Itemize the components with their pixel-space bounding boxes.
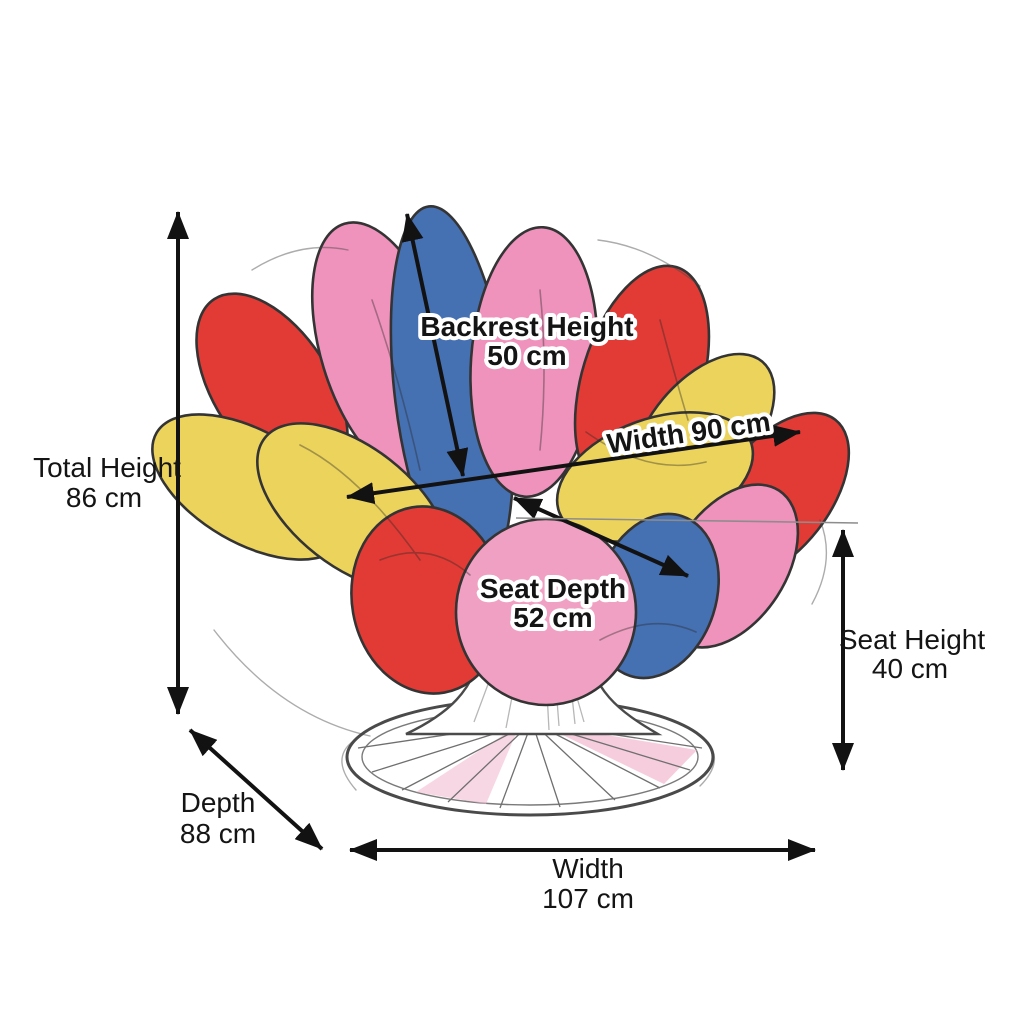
base-pink-wedge-right <box>540 724 697 784</box>
total-height-label: Total Height <box>33 452 181 483</box>
backrest-height-label: Backrest Height <box>420 311 633 342</box>
chair-illustration <box>151 204 851 737</box>
seat-height-value: 40 cm <box>872 653 948 684</box>
depth-label: Depth <box>181 787 256 818</box>
dimension-arrows <box>167 211 859 861</box>
backrest-height-value: 50 cm <box>487 340 566 371</box>
base-shadow-sketch <box>341 741 716 791</box>
construction-sketch-lines <box>213 239 828 737</box>
total-height-value: 86 cm <box>66 482 142 513</box>
seat-height-label: Seat Height <box>839 624 986 655</box>
base-pink-wedge-left <box>416 724 520 804</box>
seat-width-arrow <box>346 424 801 505</box>
overall-width-value: 107 cm <box>542 883 634 914</box>
seat-depth-arrow <box>513 496 689 578</box>
seat-height-guide-line <box>515 517 859 524</box>
overall-width-label: Width <box>552 853 624 884</box>
depth-arrow <box>188 728 324 851</box>
seat-depth-value: 52 cm <box>513 602 592 633</box>
seat-depth-label: Seat Depth <box>480 573 626 604</box>
depth-value: 88 cm <box>180 818 256 849</box>
